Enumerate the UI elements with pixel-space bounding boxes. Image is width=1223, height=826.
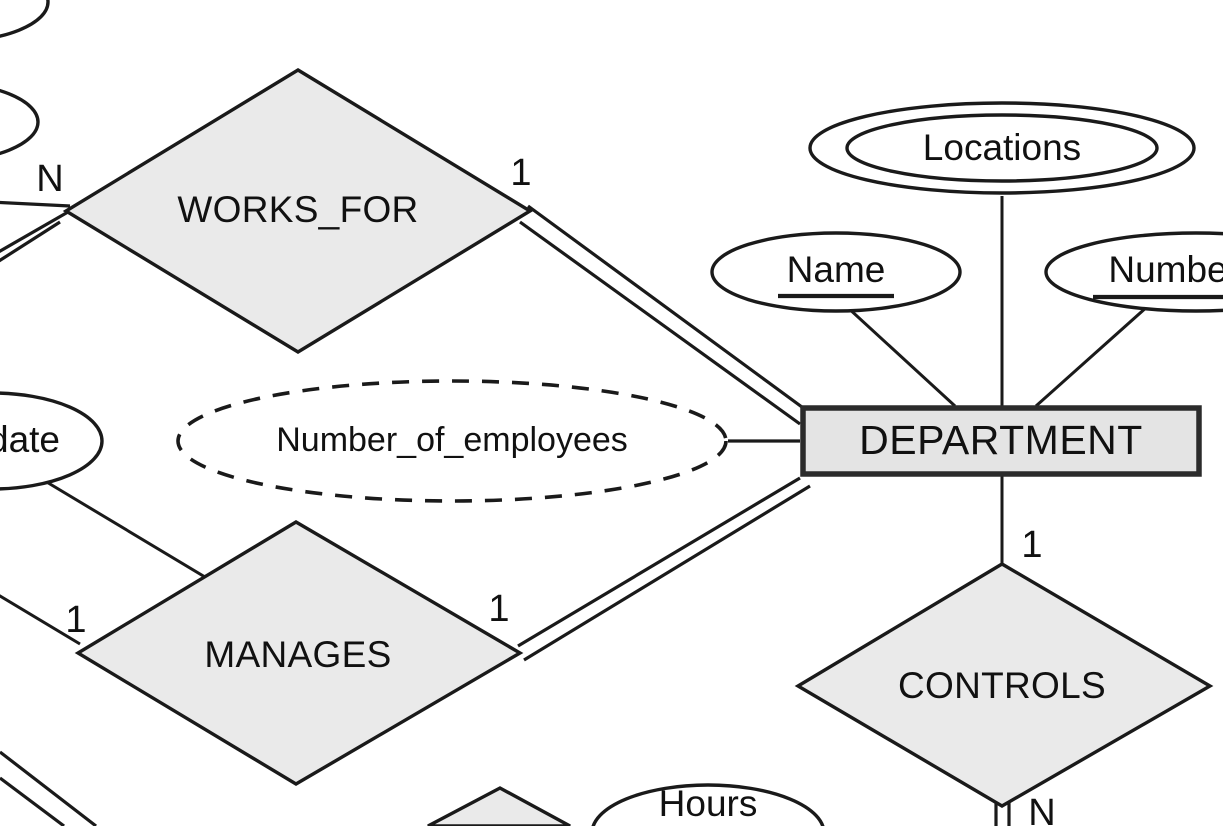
cardinality-works-for-1: 1 bbox=[510, 152, 531, 194]
cardinality-manages-right-1: 1 bbox=[488, 588, 509, 630]
attribute-number-of-employees[interactable]: Number_of_employees bbox=[176, 379, 728, 503]
attribute-number-label: Numbe bbox=[1108, 249, 1223, 290]
attribute-locations-label: Locations bbox=[923, 127, 1081, 168]
attribute-name-label: Name bbox=[787, 249, 886, 290]
cardinality-works-for-n: N bbox=[36, 158, 63, 200]
relationship-works-for-label: WORKS_FOR bbox=[177, 189, 418, 230]
attribute-start-date[interactable]: date bbox=[0, 391, 104, 491]
entity-department-label: DEPARTMENT bbox=[859, 417, 1143, 463]
relationship-controls-label: CONTROLS bbox=[898, 665, 1106, 706]
edge-employee-works-for bbox=[0, 200, 71, 263]
edge-works-for-department bbox=[519, 204, 807, 426]
edge-manages-employee bbox=[0, 594, 81, 646]
entity-department[interactable]: DEPARTMENT bbox=[800, 405, 1202, 477]
attribute-clipped-top-1 bbox=[0, 0, 50, 38]
relationship-works-for[interactable]: WORKS_FOR bbox=[62, 68, 534, 354]
edge-name-department bbox=[844, 304, 957, 408]
cardinality-controls-bottom-n: N bbox=[1028, 792, 1055, 826]
cardinality-controls-top-1: 1 bbox=[1021, 524, 1042, 566]
shape-works-on-partial bbox=[427, 786, 571, 826]
attribute-name[interactable]: Name bbox=[710, 231, 962, 313]
attribute-locations[interactable]: Locations bbox=[808, 101, 1196, 195]
edge-employee-works-on bbox=[0, 750, 97, 826]
attribute-number[interactable]: Numbe bbox=[1044, 231, 1223, 313]
attribute-hours[interactable]: Hours bbox=[591, 783, 825, 826]
relationship-manages-label: MANAGES bbox=[204, 634, 391, 675]
edge-controls-project bbox=[994, 800, 1011, 826]
attribute-clipped-top-2 bbox=[0, 88, 40, 156]
edge-manages-department bbox=[517, 476, 811, 662]
attribute-number-of-employees-label: Number_of_employees bbox=[276, 421, 628, 459]
relationship-controls[interactable]: CONTROLS bbox=[794, 562, 1214, 808]
attribute-hours-label: Hours bbox=[659, 783, 758, 824]
relationship-manages[interactable]: MANAGES bbox=[74, 520, 524, 786]
cardinality-manages-left-1: 1 bbox=[65, 599, 86, 641]
attribute-start-date-label: date bbox=[0, 419, 60, 460]
edge-number-department bbox=[1035, 304, 1149, 408]
